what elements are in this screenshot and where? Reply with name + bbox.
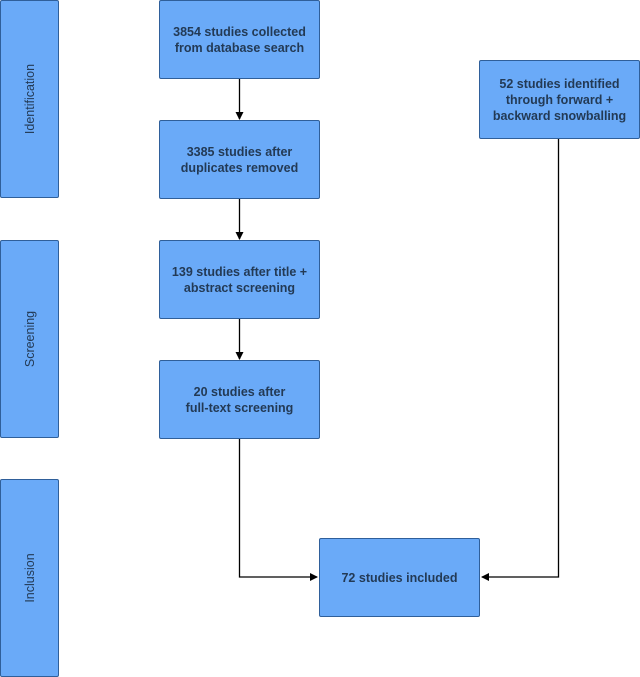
phase-screening: Screening: [0, 240, 59, 438]
arrow-snowballing-to-included: [481, 139, 560, 581]
box-text-line: 72 studies included: [341, 570, 458, 585]
box-studies-included-label: 72 studies included: [341, 570, 457, 586]
box-text-line: 3385 studies after: [186, 144, 293, 159]
box-text-line: 20 studies after: [193, 384, 286, 399]
box-text-line: 3854 studies collected: [173, 24, 306, 39]
box-text-line: from database search: [174, 40, 305, 55]
phase-identification: Identification: [0, 0, 59, 198]
box-text-line: 139 studies after title +: [171, 264, 308, 279]
box-studies-included: 72 studies included: [319, 538, 480, 617]
box-text-line: abstract screening: [183, 280, 296, 295]
box-title-abstract-screening: 139 studies after title +abstract screen…: [159, 240, 320, 319]
box-text-line: 52 studies identified: [499, 76, 620, 91]
box-title-abstract-screening-label: 139 studies after title +abstract screen…: [172, 264, 307, 296]
box-text-line: duplicates removed: [180, 160, 299, 175]
box-text-line: full-text screening: [185, 400, 294, 415]
arrow-full-text-to-included: [238, 439, 318, 581]
box-text-line: through forward +: [505, 92, 614, 107]
box-text-line: backward snowballing: [492, 108, 627, 123]
